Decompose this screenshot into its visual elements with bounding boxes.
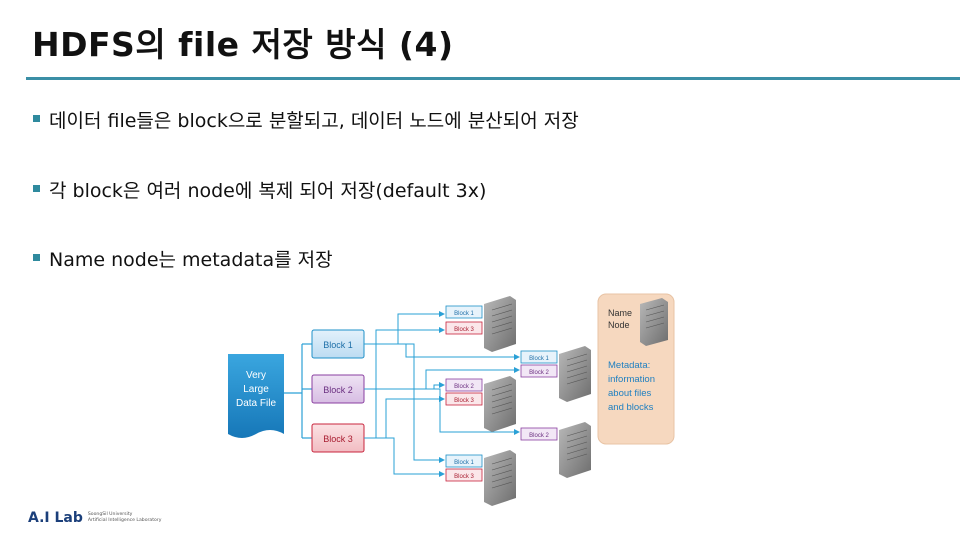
bullet-square-icon: [33, 115, 40, 122]
slide-title: HDFS의 file 저장 방식 (4): [32, 25, 454, 64]
name-node-panel: Name Node Metadata: information about fi…: [597, 293, 675, 445]
logo-subtitle-line: SoongSil University: [87, 512, 133, 517]
logo-subtitle: SoongSil University Artificial Intellige…: [88, 512, 162, 524]
lab-logo: A.I Lab SoongSil University Artificial I…: [28, 510, 161, 526]
metadata-text: about files: [608, 388, 652, 399]
node-block-label: Block 1: [529, 356, 549, 362]
node-block-label: Block 3: [454, 474, 474, 480]
metadata-text: and blocks: [608, 402, 654, 413]
name-node-label: Name: [608, 308, 632, 318]
bullet-item: 각 block은 여러 node에 복제 되어 저장(default 3x): [33, 176, 486, 203]
node-block-label: Block 2: [529, 433, 549, 439]
bullet-text: 각 block은 여러 node에 복제 되어 저장(default 3x): [49, 180, 487, 202]
logo-subtitle-line: Artificial Intelligence Laboratory: [87, 518, 162, 523]
data-node-5: Block 1 Block 3: [445, 450, 516, 506]
file-label-line: Large: [243, 384, 269, 395]
bullet-item: Name node는 metadata를 저장: [33, 245, 333, 272]
data-file-icon: Very Large Data File: [228, 354, 284, 438]
data-node-1: Block 1 Block 3: [445, 296, 516, 352]
block-label: Block 1: [323, 340, 353, 350]
bullet-square-icon: [33, 254, 40, 261]
metadata-text: Metadata:: [608, 360, 650, 371]
name-node-label: Node: [608, 320, 630, 330]
node-block-label: Block 1: [454, 311, 474, 317]
bullet-text: Name node는 metadata를 저장: [49, 249, 333, 271]
server-icon: [484, 450, 516, 506]
server-icon: [559, 346, 591, 402]
node-block-label: Block 2: [529, 370, 549, 376]
block-label: Block 2: [323, 385, 353, 395]
block-label: Block 3: [323, 434, 353, 444]
node-block-label: Block 1: [454, 460, 474, 466]
node-block-label: Block 3: [454, 398, 474, 404]
data-node-3: Block 2 Block 3: [445, 376, 516, 432]
block-box-1: Block 1: [311, 329, 365, 359]
data-node-4: Block 2: [520, 422, 591, 478]
block-box-3: Block 3: [311, 423, 365, 453]
file-label-line: Very: [246, 370, 266, 381]
bullet-item: 데이터 file들은 block으로 분할되고, 데이터 노드에 분산되어 저장: [33, 106, 579, 133]
logo-text: A.I Lab: [28, 510, 83, 526]
block-box-2: Block 2: [311, 374, 365, 404]
server-icon: [640, 298, 668, 346]
bullet-square-icon: [33, 185, 40, 192]
metadata-text: information: [608, 374, 655, 385]
bullet-text: 데이터 file들은 block으로 분할되고, 데이터 노드에 분산되어 저장: [49, 110, 579, 132]
server-icon: [484, 376, 516, 432]
hdfs-storage-diagram: Very Large Data File Block 1 Block 2 Blo…: [228, 293, 675, 506]
title-divider: [26, 77, 960, 80]
file-label-line: Data File: [236, 398, 276, 409]
server-icon: [484, 296, 516, 352]
node-block-label: Block 3: [454, 327, 474, 333]
node-block-label: Block 2: [454, 384, 474, 390]
server-icon: [559, 422, 591, 478]
data-node-2: Block 1 Block 2: [520, 346, 591, 402]
